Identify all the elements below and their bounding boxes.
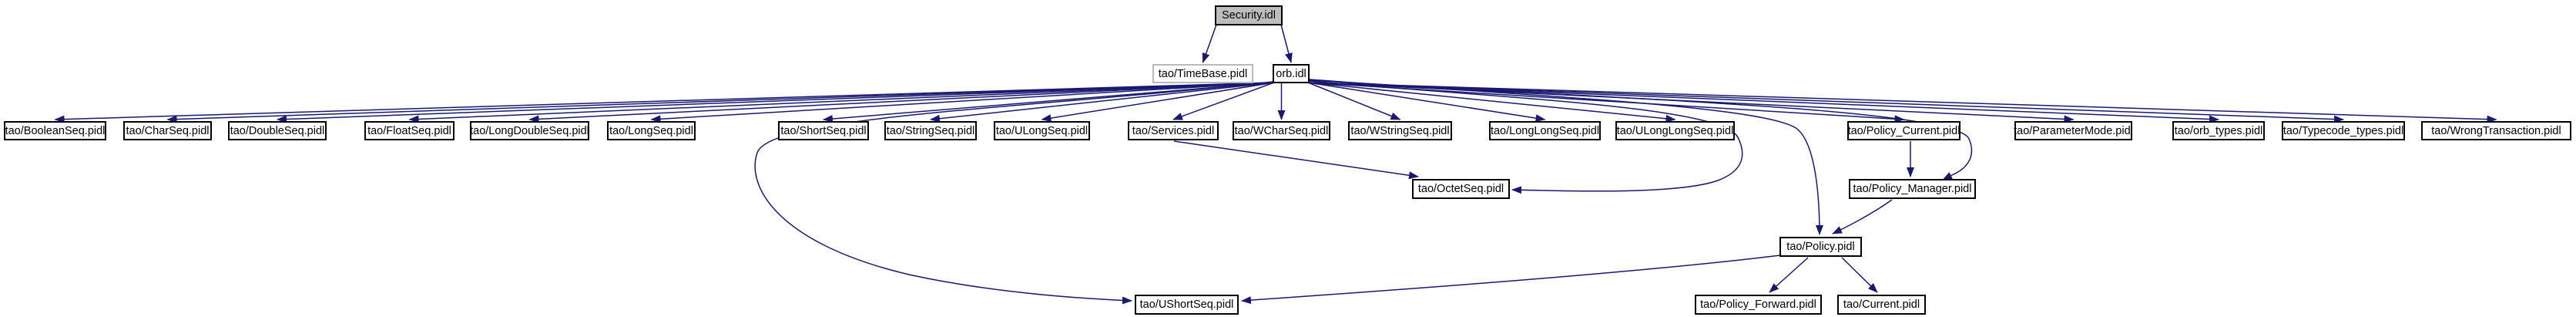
graph-node-current[interactable]: tao/Current.pidl [1837, 295, 1926, 315]
edge-orb-to-typecodetypes [1307, 82, 2344, 123]
graph-node-orb[interactable]: orb.idl [1273, 64, 1310, 83]
edge-orb-to-ulongseq [1041, 82, 1275, 123]
graph-node-typecodetypes[interactable]: tao/Typecode_types.pidl [2282, 121, 2405, 140]
edge-orb-to-ushortseq [754, 81, 1273, 305]
graph-node-orbtypes[interactable]: tao/orb_types.pidl [2172, 121, 2265, 140]
graph-node-policyforward[interactable]: tao/Policy_Forward.pidl [1695, 295, 1822, 315]
edge-services-to-octetseq [1173, 140, 1419, 180]
edge-orb-to-doubleseq [277, 82, 1275, 123]
edge-orb-to-floatseq [408, 82, 1275, 123]
graph-node-shortseq[interactable]: tao/ShortSeq.pidl [778, 121, 869, 140]
graph-node-stringseq[interactable]: tao/StringSeq.pidl [884, 121, 977, 140]
edge-orb-to-charseq [166, 82, 1275, 123]
graph-node-wcharseq[interactable]: tao/WCharSeq.pidl [1233, 121, 1330, 140]
graph-node-policymanager[interactable]: tao/Policy_Manager.pidl [1849, 179, 1976, 199]
graph-node-longdoubleseq[interactable]: tao/LongDoubleSeq.pidl [470, 121, 589, 140]
edge-security-to-timebase [1202, 24, 1217, 63]
graph-node-doubleseq[interactable]: tao/DoubleSeq.pidl [228, 121, 327, 140]
edge-orb-to-longdoubleseq [528, 82, 1275, 123]
graph-node-octetseq[interactable]: tao/OctetSeq.pidl [1412, 179, 1510, 199]
graph-node-timebase[interactable]: tao/TimeBase.pidl [1152, 64, 1253, 83]
graph-node-services[interactable]: tao/Services.pidl [1128, 121, 1219, 140]
graph-node-longseq[interactable]: tao/LongSeq.pidl [607, 121, 696, 140]
graph-node-wrongtransaction[interactable]: tao/WrongTransaction.pidl [2421, 121, 2571, 140]
graph-node-floatseq[interactable]: tao/FloatSeq.pidl [364, 121, 454, 140]
edge-security-to-orb [1280, 24, 1293, 63]
graph-node-policy[interactable]: tao/Policy.pidl [1779, 237, 1862, 257]
edge-orb-to-ulonglongseq [1307, 82, 1676, 123]
edge-orb-to-longlongseq [1307, 82, 1546, 123]
edge-orb-to-services [1172, 82, 1275, 120]
graph-node-ulongseq[interactable]: tao/ULongSeq.pidl [994, 121, 1090, 140]
edge-orb-to-longseq [650, 82, 1275, 123]
graph-node-ulonglongseq[interactable]: tao/ULongLongSeq.pidl [1615, 121, 1735, 140]
edge-orb-to-stringseq [930, 82, 1275, 123]
edge-orb-to-policy [1309, 79, 1823, 235]
graph-node-booleanseq[interactable]: tao/BooleanSeq.pidl [4, 121, 106, 140]
graph-node-ushortseq[interactable]: tao/UShortSeq.pidl [1135, 295, 1239, 315]
graph-node-security[interactable]: Security.idl [1215, 5, 1283, 25]
edge-policy-to-current [1841, 257, 1878, 293]
edge-orb-to-booleanseq [54, 82, 1275, 123]
edge-orb-to-wstringseq [1307, 82, 1401, 120]
edge-policy-to-ushortseq [1241, 255, 1781, 305]
graph-node-longlongseq[interactable]: tao/LongLongSeq.pidl [1489, 121, 1601, 140]
edge-orb-to-policymanager [1309, 79, 1973, 180]
graph-node-charseq[interactable]: tao/CharSeq.pidl [123, 121, 212, 140]
edge-orb-to-wrongtransaction [1307, 82, 2497, 123]
edge-orb-to-octetseq [1309, 80, 1743, 194]
graph-node-wstringseq[interactable]: tao/WStringSeq.pidl [1348, 121, 1452, 140]
edge-policy-to-policyforward [1769, 257, 1809, 293]
graph-node-policycurrent[interactable]: tao/Policy_Current.pidl [1847, 121, 1961, 140]
graph-node-parametermode[interactable]: tao/ParameterMode.pidl [2014, 121, 2133, 140]
edge-policymanager-to-policy [1832, 199, 1893, 234]
